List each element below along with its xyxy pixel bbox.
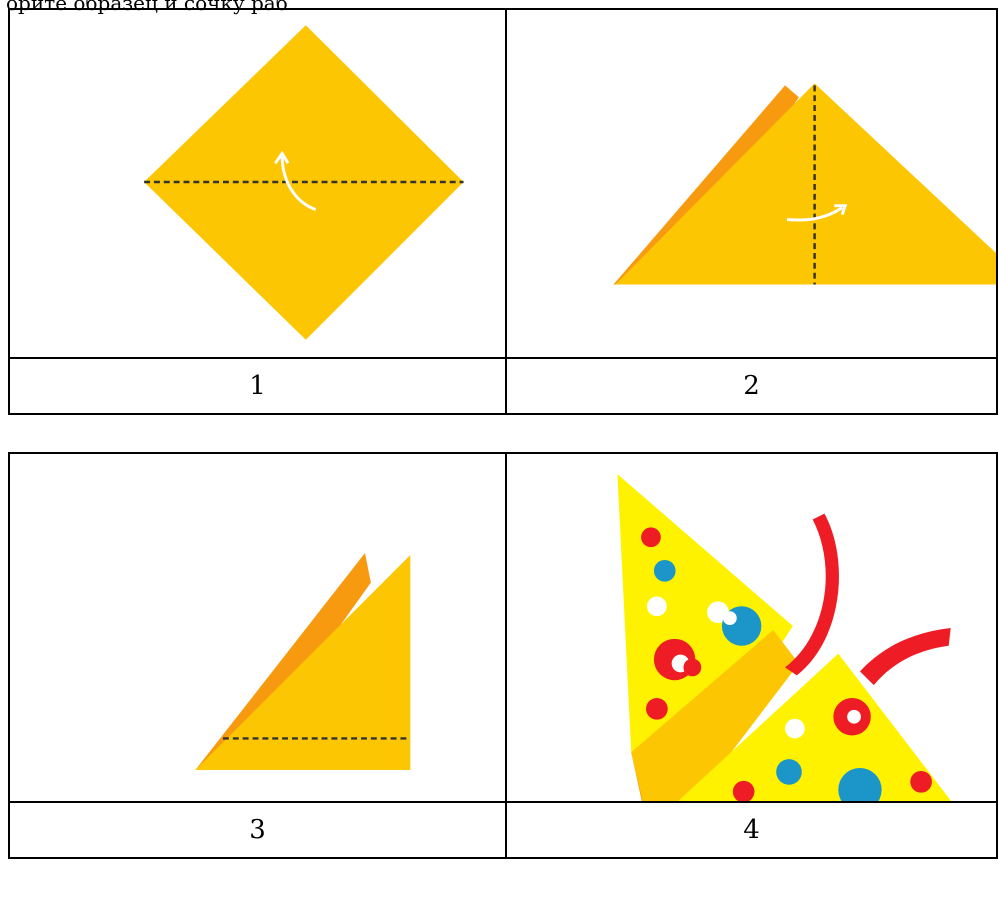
red-ribbon-lower xyxy=(859,627,951,686)
step-1-image-cell xyxy=(8,8,507,359)
step-4-diagram xyxy=(617,474,952,801)
step-3-number: 3 xyxy=(8,801,507,859)
steps-table-top: 1 2 xyxy=(8,8,998,415)
fold-right-arrowhead xyxy=(834,204,848,216)
folded-triangle xyxy=(615,83,996,285)
fold-up-arrow xyxy=(280,155,317,212)
blue-olive-large xyxy=(838,768,882,801)
red-dot xyxy=(641,527,661,548)
blue-dot xyxy=(776,759,802,785)
pizza-slice-lower xyxy=(678,653,952,801)
back-layer-triangle xyxy=(613,85,799,285)
white-dot xyxy=(722,611,737,626)
red-dot xyxy=(645,697,668,720)
fold-up-arrowhead xyxy=(274,150,290,165)
red-dot xyxy=(910,770,932,793)
step-2-image-cell xyxy=(504,8,998,359)
step-2-diagram xyxy=(613,83,996,285)
steps-table-bottom: 3 4 xyxy=(8,452,998,859)
fold-right-arrow xyxy=(786,206,844,222)
step-4-image-cell xyxy=(504,452,998,803)
step-1-number: 1 xyxy=(8,357,507,415)
blue-dot xyxy=(653,559,676,582)
red-ring-hole xyxy=(847,709,861,724)
step-3-diagram xyxy=(195,553,411,770)
step-3-image-cell xyxy=(8,452,507,803)
white-dot xyxy=(646,596,667,617)
step-1-diagram xyxy=(144,25,464,340)
pizza-fold-band xyxy=(631,629,799,801)
white-dot xyxy=(785,718,805,739)
back-layer-triangle xyxy=(195,553,371,770)
step-2-number: 2 xyxy=(504,357,998,415)
pizza-slice-upper xyxy=(617,474,793,801)
red-ribbon-upper xyxy=(785,513,839,676)
red-dot xyxy=(732,780,755,801)
red-dot xyxy=(683,658,702,677)
step-4-number: 4 xyxy=(504,801,998,859)
